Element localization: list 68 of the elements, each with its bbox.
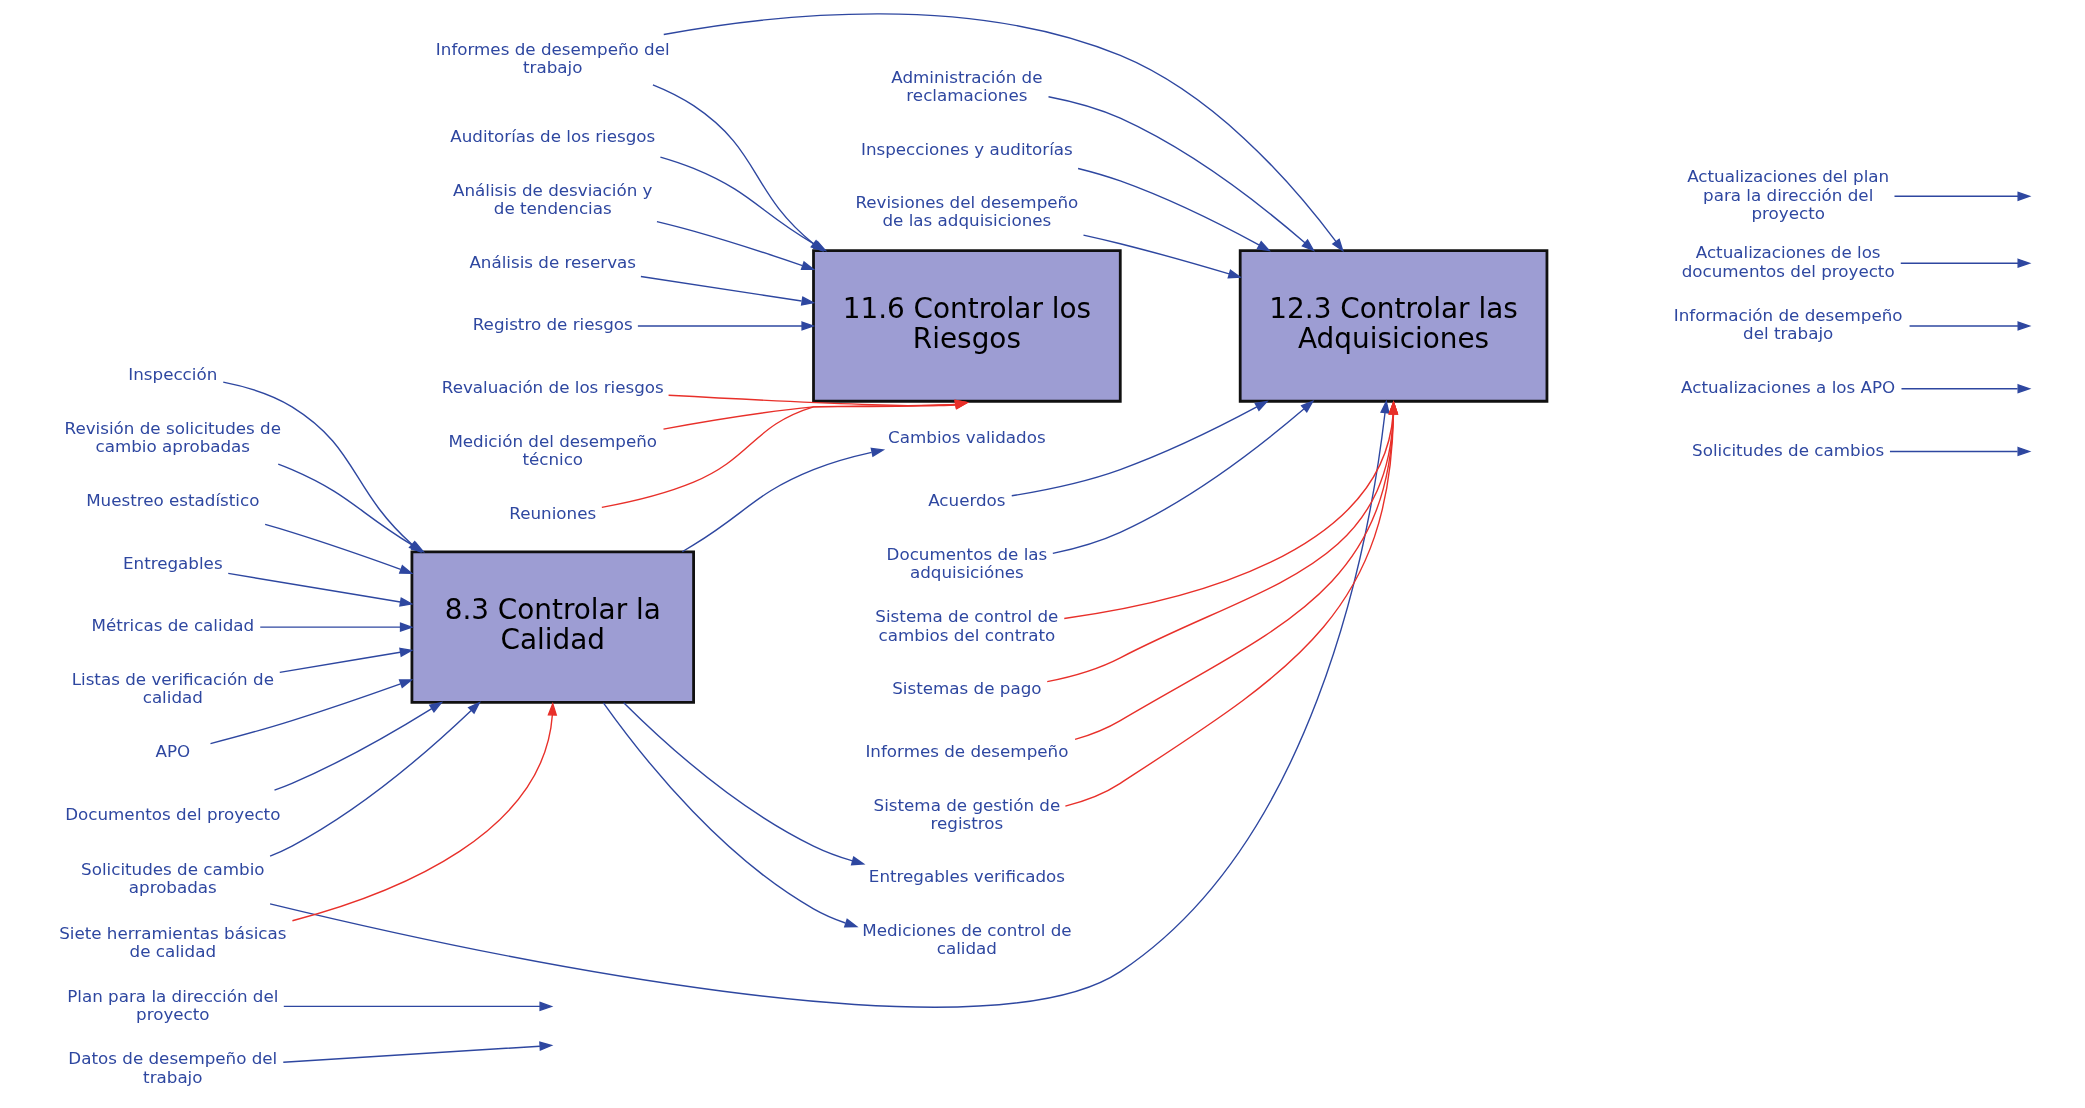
node-text: Mediciones de control de calidad — [861, 920, 1072, 959]
arrow — [655, 220, 815, 271]
node-text: Acuerdos — [927, 489, 1006, 510]
node-text: Auditorías de los riesgos — [449, 126, 655, 147]
arrow — [602, 702, 859, 928]
arrow — [622, 701, 865, 866]
node-text: Sistema de control de cambios del contrato — [874, 606, 1058, 645]
node-text: Inspección — [127, 364, 217, 385]
arrow — [1047, 96, 1315, 252]
node-text: Solicitudes de cambio aprobadas — [80, 858, 265, 897]
node-text: Plan para la dirección del proyecto — [66, 985, 278, 1024]
arrow — [282, 1001, 553, 1012]
arrow — [1010, 400, 1269, 497]
arrow — [636, 321, 815, 331]
arrow — [1063, 400, 1398, 620]
arrow — [259, 622, 414, 633]
arrow — [1064, 400, 1398, 807]
node-text: Listas de verificación de calidad — [71, 669, 274, 708]
node-text: Solicitudes de cambios — [1691, 439, 1884, 460]
node-text: Muestreo estadístico — [85, 489, 259, 510]
arrow — [1073, 400, 1398, 741]
node-text: Cambios validados — [887, 427, 1046, 448]
node-text: Análisis de desviación y de tendencias — [452, 179, 652, 218]
node-text: Informes de desempeño — [864, 740, 1068, 761]
node-text: Información de desempeño del trabajo — [1673, 305, 1903, 344]
node-text: Documentos del proyecto — [64, 803, 280, 824]
node-text: Revisiones del desempeño de las adquisiciones — [854, 192, 1078, 231]
arrow — [1082, 234, 1242, 279]
arrow — [1888, 446, 2031, 457]
node-text: Actualizaciones a los APO — [1680, 377, 1895, 398]
arrow — [268, 701, 481, 857]
arrow — [278, 647, 414, 674]
node-text: Informes de desempeño del trabajo — [435, 38, 670, 78]
node-text: Sistema de gestión de registros — [873, 794, 1060, 833]
arrow — [263, 523, 414, 574]
arrow — [639, 275, 815, 306]
node-box: 8.3 Controlar la Calidad — [410, 550, 695, 704]
node-box: 12.3 Controlar las Adquisiciones — [1238, 249, 1548, 403]
node-text: Revaluación de los riesgos — [441, 377, 664, 398]
node-text: Reuniones — [508, 502, 596, 523]
node-box: 11.6 Controlar los Riesgos — [811, 249, 1122, 403]
node-text: Sistemas de pago — [891, 678, 1042, 699]
arrow — [1899, 258, 2031, 269]
arrow — [209, 679, 413, 745]
node-text: Actualizaciones de los documentos del proyecto — [1681, 242, 1895, 281]
node-text: Entregables verificados — [868, 866, 1065, 887]
arrow — [1046, 400, 1398, 683]
node-text: Medición del desempeño técnico — [447, 430, 657, 469]
node-text: Entregables — [122, 552, 223, 573]
node-text: APO — [154, 740, 190, 761]
arrow — [1076, 167, 1271, 252]
node-text: Inspecciones y auditorías — [860, 138, 1073, 159]
arrow — [1908, 321, 2031, 331]
node-text: Análisis de reservas — [468, 251, 636, 272]
node-text: Administración de reclamaciones — [890, 66, 1042, 105]
arrow — [1051, 400, 1314, 555]
node-text: Métricas de calidad — [90, 615, 254, 636]
node-text: Datos de desempeño del trabajo — [67, 1048, 277, 1087]
node-text: Siete herramientas básicas de calidad — [58, 922, 286, 962]
node-text: Documentos de las adquisiciónes — [886, 543, 1047, 582]
arrow — [291, 701, 557, 922]
node-text: Registro de riesgos — [472, 314, 633, 335]
node-text: Actualizaciones del plan para la dirección del proyecto — [1686, 166, 1889, 223]
arrow — [651, 84, 824, 252]
arrow — [227, 572, 414, 607]
arrow — [681, 447, 885, 553]
node-text: Revisión de solicitudes de cambio aprobadas — [64, 418, 281, 457]
arrow — [273, 701, 443, 791]
